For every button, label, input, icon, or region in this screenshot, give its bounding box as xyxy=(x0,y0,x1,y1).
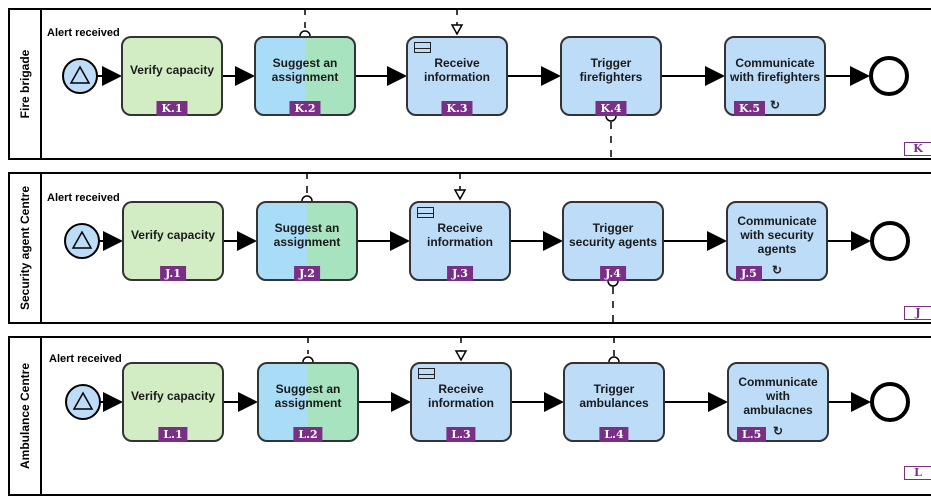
pool-label: Ambulance Centre xyxy=(10,338,42,494)
alert-received-label: Alert received xyxy=(47,27,120,39)
pool-corner-label: J xyxy=(904,306,931,320)
envelope-icon xyxy=(414,42,431,53)
message-flow-target xyxy=(450,24,464,36)
alert-received-label: Alert received xyxy=(49,353,122,365)
task-badge: K.3 xyxy=(441,101,473,116)
loop-icon: ↻ xyxy=(773,424,784,438)
task-badge: K.5 xyxy=(734,101,766,116)
task-label: Trigger firefighters xyxy=(579,56,643,84)
task-badge: J.1 xyxy=(160,266,186,281)
end-event-icon xyxy=(870,382,910,422)
task-communicate[interactable]: Communicate with ambulacnes L.5 ↻ xyxy=(727,362,829,442)
triangle-start-icon xyxy=(71,230,93,249)
task-verify-capacity[interactable]: Verify capacity K.1 xyxy=(121,36,223,116)
pool-label: Fire brigade xyxy=(10,10,42,158)
envelope-icon xyxy=(418,368,435,379)
start-event xyxy=(62,58,98,94)
task-trigger[interactable]: Trigger security agents J.4 xyxy=(562,201,664,281)
loop-icon: ↻ xyxy=(770,98,781,112)
message-flow-target xyxy=(453,189,467,201)
task-label: Receive information xyxy=(428,382,494,410)
task-label: Communicate with security agents xyxy=(737,214,817,256)
task-verify-capacity[interactable]: Verify capacity J.1 xyxy=(122,201,224,281)
task-badge: J.3 xyxy=(447,266,473,281)
task-label: Receive information xyxy=(424,56,490,84)
task-label: Verify capacity xyxy=(130,389,216,403)
task-badge: J.2 xyxy=(294,266,320,281)
task-communicate[interactable]: Communicate with firefighters K.5 ↻ xyxy=(724,36,826,116)
task-badge: K.2 xyxy=(289,101,321,116)
task-trigger[interactable]: Trigger firefighters K.4 xyxy=(560,36,662,116)
task-badge: L.2 xyxy=(293,427,323,442)
start-event xyxy=(64,223,100,259)
task-communicate[interactable]: Communicate with security agents J.5 ↻ xyxy=(726,201,828,281)
pool-label: Security agent Centre xyxy=(10,174,42,322)
task-badge: J.5 xyxy=(736,266,762,281)
task-badge: L.5 xyxy=(737,427,767,442)
end-event-icon xyxy=(870,221,910,261)
triangle-start-icon xyxy=(72,391,94,410)
task-label: Verify capacity xyxy=(130,228,216,242)
envelope-icon xyxy=(417,207,434,218)
task-badge: K.1 xyxy=(156,101,188,116)
pool-corner-label: L xyxy=(904,466,931,480)
task-label: Verify capacity xyxy=(129,63,215,77)
alert-received-label: Alert received xyxy=(47,192,120,204)
flow-connectors xyxy=(62,8,910,422)
pool-corner-label: K xyxy=(904,142,931,156)
triangle-start-icon xyxy=(69,65,91,84)
task-suggest-assignment[interactable]: Suggest an assignment K.2 xyxy=(254,36,356,116)
task-badge: L.4 xyxy=(599,427,629,442)
task-badge: L.1 xyxy=(158,427,188,442)
start-event xyxy=(65,384,101,420)
task-receive-information[interactable]: Receive information K.3 xyxy=(406,36,508,116)
task-label: Suggest an assignment xyxy=(273,221,341,249)
task-badge: L.3 xyxy=(446,427,476,442)
task-label: Communicate with firefighters xyxy=(730,56,821,84)
task-label: Trigger security agents xyxy=(568,221,658,249)
task-suggest-assignment[interactable]: Suggest an assignment L.2 xyxy=(257,362,359,442)
end-event-icon xyxy=(869,56,909,96)
task-label: Suggest an assignment xyxy=(271,56,339,84)
bpmn-diagram: Fire brigade Security agent Centre Ambul… xyxy=(0,0,931,482)
task-label: Communicate with ambulacnes xyxy=(738,375,818,417)
task-suggest-assignment[interactable]: Suggest an assignment J.2 xyxy=(256,201,358,281)
task-label: Receive information xyxy=(427,221,493,249)
message-flow-target xyxy=(454,350,468,362)
task-badge: K.4 xyxy=(595,101,627,116)
task-label: Trigger ambulances xyxy=(579,382,649,410)
task-label: Suggest an assignment xyxy=(274,382,342,410)
task-receive-information[interactable]: Receive information L.3 xyxy=(410,362,512,442)
loop-icon: ↻ xyxy=(772,263,783,277)
task-receive-information[interactable]: Receive information J.3 xyxy=(409,201,511,281)
task-verify-capacity[interactable]: Verify capacity L.1 xyxy=(122,362,224,442)
task-trigger[interactable]: Trigger ambulances L.4 xyxy=(563,362,665,442)
task-badge: J.4 xyxy=(600,266,626,281)
